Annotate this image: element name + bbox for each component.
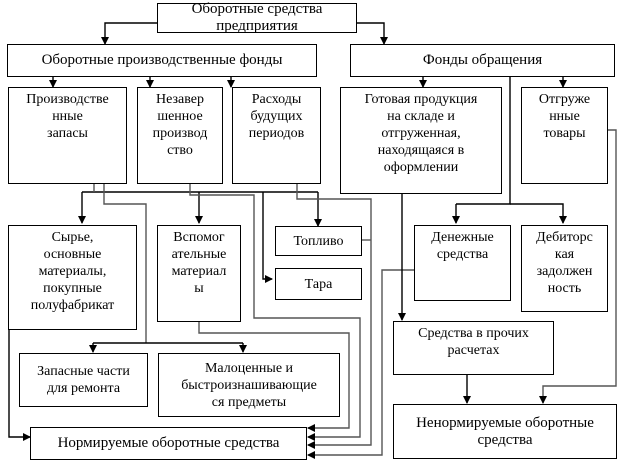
node-fuel: Топливо (275, 226, 362, 256)
edge-cash-normalized (307, 269, 414, 459)
node-production-funds: Оборотные производственные фонды (7, 44, 317, 77)
edge-ps-packaging (262, 192, 273, 283)
node-normalized: Нормируемые оборотные средства (30, 427, 307, 460)
node-deferred-expenses: Расходы будущих периодов (232, 87, 321, 184)
node-spare-parts: Запасные части для ремонта (19, 353, 148, 407)
node-finished-goods: Готовая продукция на складе и отгруженна… (340, 87, 502, 194)
edge-raw-normalized (8, 330, 31, 441)
edge-ps-branch2 (103, 182, 147, 343)
edge-cf-receivables (510, 203, 567, 224)
edge-root-production-funds (101, 22, 157, 45)
edge-shipped-nonnormalized (539, 129, 617, 404)
node-cash: Денежные средства (414, 225, 511, 301)
node-low-value-items: Малоценные и быстроизнашивающие ся предм… (158, 353, 340, 417)
edge-wip-normalized (189, 182, 361, 441)
node-auxiliary-materials: Вспомог ательные материал ы (157, 225, 241, 322)
edge-root-circulation-funds (357, 22, 388, 45)
node-receivables: Дебиторс кая задолжен ность (521, 225, 608, 312)
node-other-settlements: Средства в прочих расчетах (393, 321, 554, 375)
node-raw-materials: Сырье, основные материалы, покупные полу… (8, 225, 137, 330)
edge-aux-normalized (198, 321, 350, 432)
node-circulation-funds: Фонды обращения (350, 44, 615, 77)
node-root: Оборотные средства предприятия (157, 1, 357, 34)
edge-deferred-normalized (296, 182, 372, 449)
node-packaging: Тара (275, 268, 362, 300)
node-shipped-goods: Отгруже нные товары (521, 87, 608, 184)
node-work-in-progress: Незавер шенное производ ство (137, 87, 223, 184)
node-non-normalized: Ненормируемые оборотные средства (393, 404, 617, 459)
node-production-stocks: Производстве нные запасы (8, 87, 127, 184)
